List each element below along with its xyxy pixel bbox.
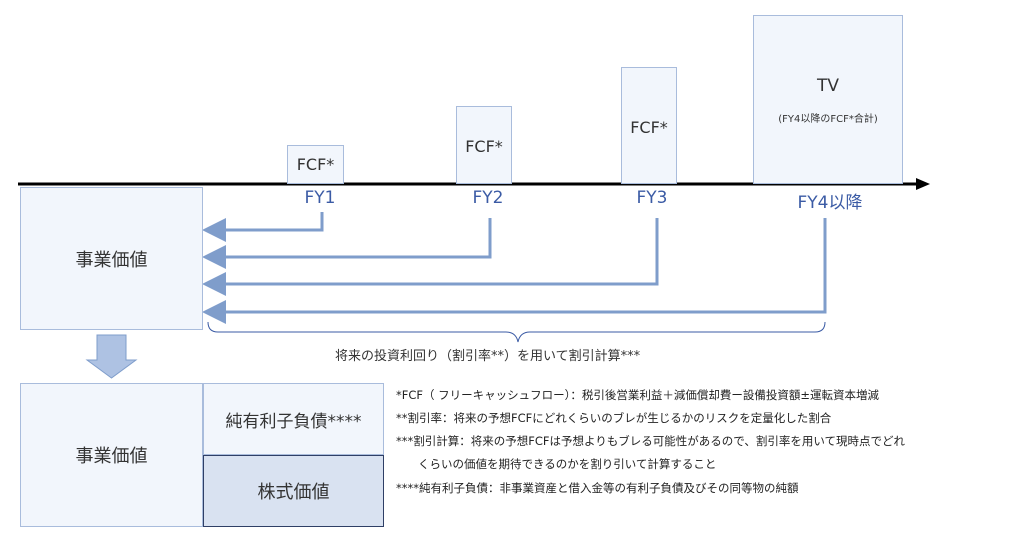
fcf-bar-fy1: FCF* (287, 145, 344, 184)
note-discount-rate: **割引率：将来の予想FCFにどれくらいのブレが生じるかのリスクを定量化した割合 (396, 411, 832, 425)
tv-label: TV (816, 76, 839, 96)
discount-arrow-fy2 (202, 218, 492, 269)
equity-value-box: 株式価値 (203, 455, 384, 527)
year-label-fy3: FY3 (636, 188, 668, 208)
year-label-fy4: FY4以降 (797, 193, 863, 213)
tv-bar: TV (FY4以降のFCF*合計) (753, 15, 903, 184)
timeline-arrowhead (916, 178, 930, 190)
fcf-label: FCF* (630, 118, 668, 137)
fcf-label: FCF* (465, 137, 503, 156)
down-arrow-icon (85, 334, 138, 379)
year-label-fy2: FY2 (472, 188, 504, 208)
enterprise-value-bottom-box: 事業価値 (20, 383, 203, 527)
fcf-label: FCF* (296, 155, 335, 174)
enterprise-value-label: 事業価値 (75, 446, 148, 467)
equity-value-label: 株式価値 (257, 482, 330, 503)
note-net-debt: ****純有利子負債：非事業資産と借入金等の有利子負債及びその同等物の純額 (396, 481, 799, 495)
fcf-bar-fy3: FCF* (621, 67, 677, 184)
discount-arrow-fy3 (202, 218, 659, 296)
note-discount-calc: ***割引計算：将来の予想FCFは予想よりもブレる可能性があるので、割引率を用い… (396, 434, 905, 448)
note-discount-calc-cont: くらいの価値を期待できるのかを割り引いて計算すること (418, 457, 717, 471)
tv-sublabel: (FY4以降のFCF*合計) (778, 114, 878, 125)
year-label-fy1: FY1 (304, 188, 336, 208)
note-fcf: *FCF（ フリーキャッシュフロー）：税引後営業利益＋減価償却費ー設備投資額±運… (396, 388, 880, 402)
net-debt-box: 純有利子負債**** (203, 383, 384, 455)
brace-caption: 将来の投資利回り（割引率**）を用いて割引計算*** (335, 349, 641, 364)
net-debt-label: 純有利子負債**** (225, 411, 362, 432)
enterprise-value-box: 事業価値 (20, 187, 203, 330)
fcf-bar-fy2: FCF* (456, 106, 512, 184)
enterprise-value-label: 事業価値 (75, 249, 148, 271)
discount-arrow-fy1 (202, 212, 324, 242)
discount-arrow-fy4 (202, 218, 827, 324)
brace (207, 321, 826, 343)
